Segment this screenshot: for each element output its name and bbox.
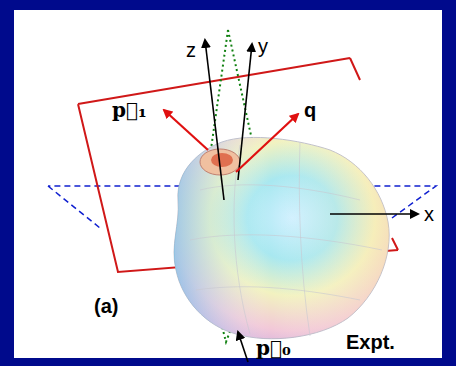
axis-label: z [186, 40, 196, 60]
axis-label: x [424, 204, 434, 224]
axis-label: y [258, 36, 268, 56]
vector-label: q [304, 100, 316, 120]
vector-label: p⃗₀ [256, 338, 291, 358]
panel-label: (a) [94, 296, 118, 316]
note-label: Expt. [346, 332, 395, 352]
vector-label: p⃗₁ [112, 100, 147, 120]
